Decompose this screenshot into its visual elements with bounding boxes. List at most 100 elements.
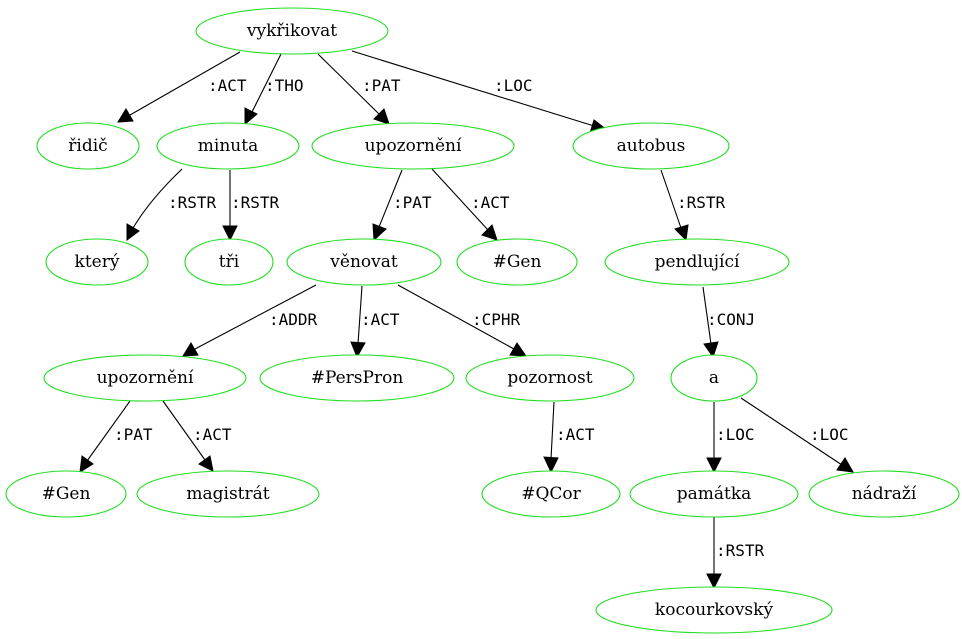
- node-outline: [156, 122, 300, 170]
- edge-label: :LOC: [810, 425, 849, 444]
- node-outline: [456, 238, 578, 286]
- edge-pozornost-qcor: :ACT: [543, 401, 595, 474]
- node-tri: tři: [184, 238, 274, 286]
- edge-label: :ACT: [471, 193, 510, 212]
- node-label: autobus: [617, 136, 686, 156]
- node-label: který: [75, 252, 120, 272]
- node-pendlujici: pendlující: [604, 238, 790, 286]
- edge-autobus-pendlujici: :RSTR: [660, 169, 726, 242]
- node-ridic: řidič: [36, 122, 140, 170]
- edge-label: :ACT: [556, 425, 595, 444]
- edge-pamatka-kocourkovsky: :RSTR: [706, 517, 765, 590]
- edge-minuta-tri: :RSTR: [222, 170, 280, 242]
- node-upozorneni2: upozornění: [43, 354, 247, 402]
- node-outline: [5, 470, 127, 518]
- node-gen2: #Gen: [5, 470, 127, 518]
- edges: :ACT :THO :PAT :LOC :RSTR: [79, 50, 854, 590]
- node-label: pozornost: [507, 368, 592, 388]
- edge-label: :LOC: [716, 425, 755, 444]
- node-outline: [286, 238, 442, 286]
- edge-label: :RSTR: [168, 193, 217, 212]
- node-outline: [195, 7, 389, 55]
- node-pozornost: pozornost: [465, 354, 635, 402]
- node-minuta: minuta: [156, 122, 300, 170]
- node-label: pendlující: [655, 252, 740, 272]
- edge-vykrikovat-ridic: :ACT: [117, 51, 247, 123]
- node-label: kocourkovský: [655, 600, 774, 620]
- node-label: věnovat: [329, 252, 398, 272]
- edge-label: :ACT: [193, 425, 232, 444]
- node-outline: [43, 354, 247, 402]
- edge-label: :ACT: [361, 310, 400, 329]
- node-qcor: #QCor: [481, 470, 621, 518]
- node-label: magistrát: [186, 484, 269, 504]
- edge-vykrikovat-minuta: :THO: [244, 53, 304, 126]
- edge-label: :ADDR: [269, 310, 318, 329]
- node-a: a: [670, 354, 758, 402]
- edge-venovat-pozornost: :CPHR: [397, 284, 527, 357]
- node-kocourkovsky: kocourkovský: [595, 586, 833, 634]
- node-autobus: autobus: [572, 122, 730, 170]
- node-outline: [184, 238, 274, 286]
- node-label: řidič: [68, 136, 107, 156]
- node-perspron: #PersPron: [259, 354, 455, 402]
- edge-upozorneni2-magistrat: :ACT: [162, 400, 232, 472]
- node-outline: [311, 122, 515, 170]
- edge-upozorneni2-gen2: :PAT: [79, 400, 153, 473]
- node-outline: [670, 354, 758, 402]
- edge-pendlujici-a: :CONJ: [702, 286, 755, 359]
- node-label: minuta: [198, 136, 258, 156]
- edge-label: :RSTR: [716, 541, 765, 560]
- edge-a-nadrazi: :LOC: [740, 397, 854, 473]
- node-outline: [808, 470, 960, 518]
- node-outline: [481, 470, 621, 518]
- edge-a-pamatka: :LOC: [706, 402, 755, 474]
- edge-label: :RSTR: [677, 193, 726, 212]
- edge-upozorneni1-gen1: :ACT: [431, 168, 510, 241]
- node-gen1: #Gen: [456, 238, 578, 286]
- edge-upozorneni1-venovat: :PAT: [372, 169, 432, 242]
- node-label: památka: [677, 484, 752, 504]
- node-outline: [604, 238, 790, 286]
- node-label: #QCor: [521, 484, 581, 504]
- edge-label: :THO: [265, 76, 304, 95]
- node-label: a: [709, 368, 719, 388]
- node-venovat: věnovat: [286, 238, 442, 286]
- node-vykrikovat: vykřikovat: [195, 7, 389, 55]
- edge-label: :PAT: [393, 193, 432, 212]
- node-outline: [572, 122, 730, 170]
- node-upozorneni1: upozornění: [311, 122, 515, 170]
- node-label: nádraží: [852, 484, 917, 504]
- edge-vykrikovat-upozorneni1: :PAT: [317, 53, 401, 125]
- edge-label: :CONJ: [707, 310, 755, 329]
- edge-label: :ACT: [208, 76, 247, 95]
- node-outline: [45, 238, 149, 286]
- edge-minuta-ktery: :RSTR: [126, 168, 217, 241]
- node-label: #PersPron: [311, 368, 404, 388]
- node-outline: [136, 470, 320, 518]
- edge-venovat-upozorneni2: :ADDR: [182, 284, 318, 357]
- node-outline: [629, 470, 799, 518]
- node-outline: [595, 586, 833, 634]
- node-label: #Gen: [493, 252, 542, 272]
- node-outline: [36, 122, 140, 170]
- node-ktery: který: [45, 238, 149, 286]
- edge-label: :RSTR: [231, 193, 280, 212]
- node-label: tři: [219, 252, 240, 272]
- node-label: #Gen: [42, 484, 91, 504]
- edge-label: :CPHR: [472, 310, 521, 329]
- edge-label: :LOC: [494, 76, 533, 95]
- node-outline: [259, 354, 455, 402]
- node-magistrat: magistrát: [136, 470, 320, 518]
- nodes: vykřikovat řidič minuta upozornění autob…: [5, 7, 960, 634]
- edge-label: :PAT: [362, 76, 401, 95]
- node-label: upozornění: [97, 368, 194, 388]
- edge-label: :PAT: [114, 425, 153, 444]
- node-pamatka: památka: [629, 470, 799, 518]
- node-label: vykřikovat: [246, 21, 337, 41]
- node-label: upozornění: [365, 136, 462, 156]
- node-nadrazi: nádraží: [808, 470, 960, 518]
- edge-venovat-perspron: :ACT: [350, 285, 400, 359]
- node-outline: [465, 354, 635, 402]
